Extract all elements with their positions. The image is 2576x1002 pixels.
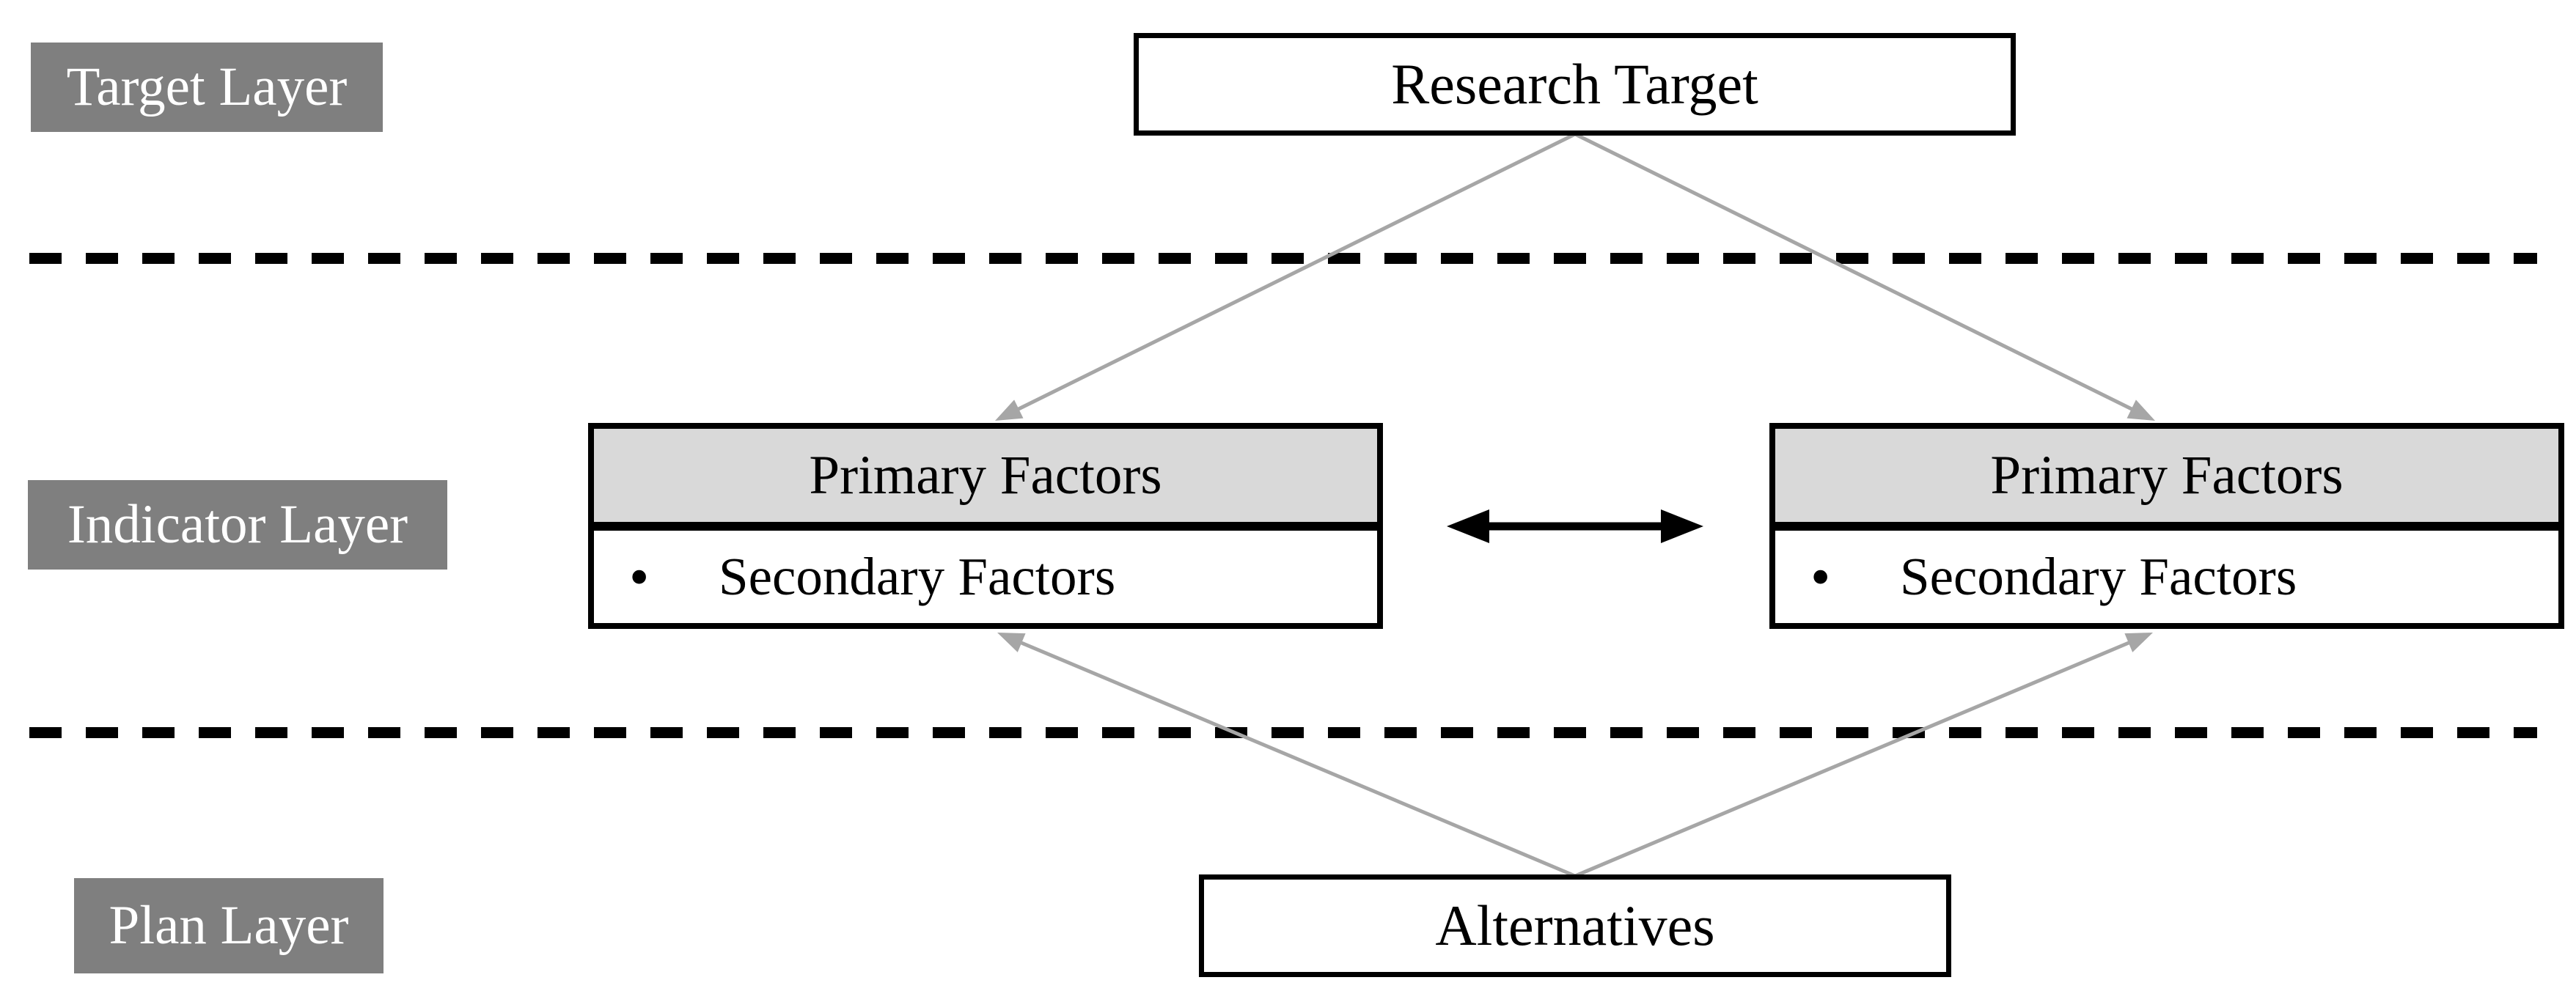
arrow-target-to-left-factors <box>995 132 1577 421</box>
layer-label-target: Target Layer <box>31 43 383 132</box>
bullet-icon: • <box>629 545 650 608</box>
left-secondary-factors-label: Secondary Factors <box>719 547 1116 606</box>
layer-divider-bottom <box>29 727 2537 738</box>
alternatives-box: Alternatives <box>1199 874 1951 977</box>
right-secondary-factors-label: Secondary Factors <box>1900 547 2297 606</box>
right-primary-factors-header: Primary Factors <box>1775 429 2558 531</box>
left-factors-box: Primary Factors • Secondary Factors <box>588 423 1383 629</box>
layer-label-indicator: Indicator Layer <box>28 480 447 570</box>
layer-divider-top <box>29 253 2537 264</box>
right-secondary-factors-row: • Secondary Factors <box>1775 531 2558 623</box>
arrow-target-to-right-factors <box>1574 132 2155 421</box>
right-factors-box: Primary Factors • Secondary Factors <box>1769 423 2564 629</box>
left-primary-factors-header: Primary Factors <box>594 429 1377 531</box>
layer-label-plan: Plan Layer <box>74 878 384 973</box>
arrow-alternatives-to-left-factors <box>997 633 1576 878</box>
bullet-icon: • <box>1810 545 1831 608</box>
arrow-alternatives-to-right-factors <box>1574 633 2153 878</box>
research-target-box: Research Target <box>1134 33 2016 136</box>
left-secondary-factors-row: • Secondary Factors <box>594 531 1377 623</box>
double-headed-arrow-icon <box>1447 509 1703 543</box>
